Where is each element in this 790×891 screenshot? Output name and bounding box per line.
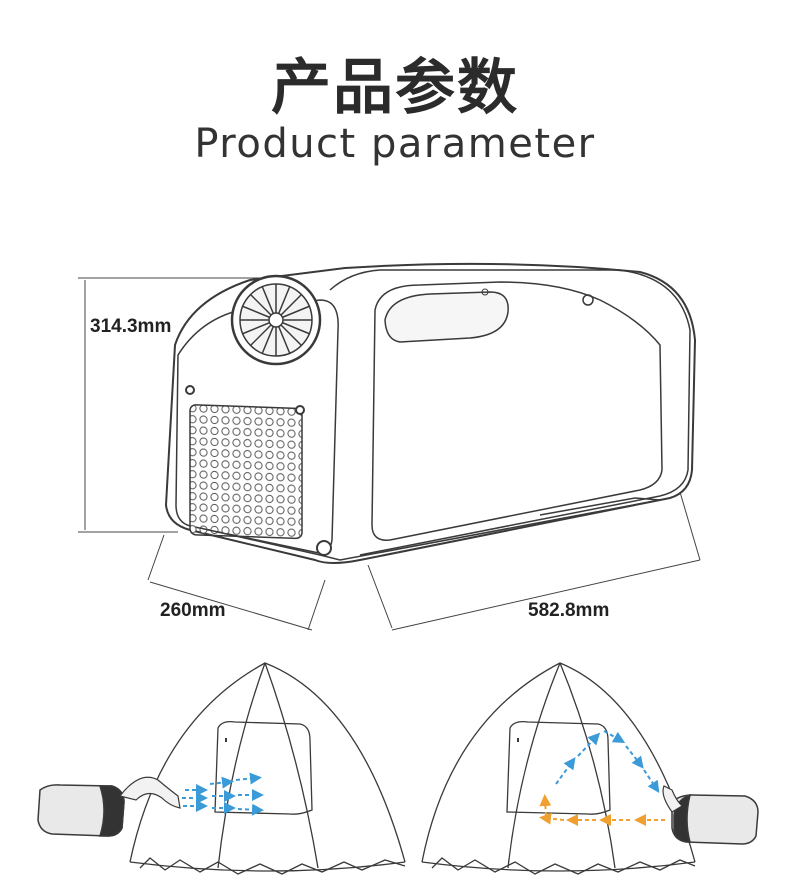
tent-left xyxy=(129,662,406,875)
dimension-lines xyxy=(78,277,701,631)
width-dimension-label: 582.8mm xyxy=(528,600,610,621)
air-conditioner-unit xyxy=(164,262,697,564)
circulation-arrows xyxy=(555,730,660,793)
depth-dimension-label: 260mm xyxy=(160,600,226,621)
tent-right xyxy=(421,662,696,875)
height-dimension-label: 314.3mm xyxy=(90,316,172,337)
warm-air-arrows xyxy=(539,794,665,826)
page-title-en: Product parameter xyxy=(194,121,596,167)
cool-air-arrows xyxy=(182,772,264,816)
page-title-cn: 产品参数 xyxy=(271,53,519,123)
mini-unit-right xyxy=(662,785,759,845)
mini-unit-left xyxy=(37,776,181,837)
